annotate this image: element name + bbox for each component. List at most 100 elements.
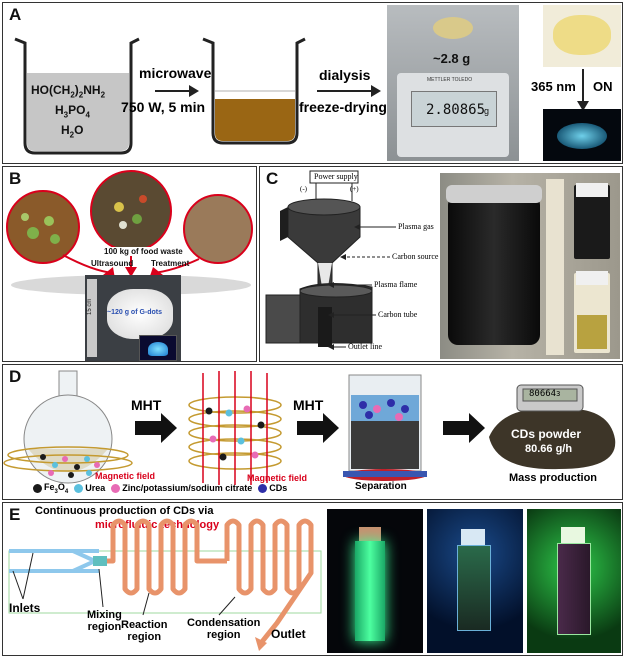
- panel-b: B 100 kg of food waste Ultrasound Treatm…: [2, 166, 257, 362]
- black-solution-jar: [446, 185, 542, 345]
- plasma-flame-label: Plasma flame: [374, 280, 418, 289]
- ruler-label: 15 cm: [87, 298, 93, 315]
- microwave-condition: 750 W, 5 min: [121, 99, 206, 115]
- round-bottom-flask: [3, 370, 133, 484]
- reactant-liquid: [27, 73, 129, 151]
- magnetic-field-label-1: Magnetic field: [95, 471, 156, 481]
- glow-flask: [139, 335, 177, 361]
- dialysis-label: dialysis: [319, 67, 371, 83]
- mass-production-label: Mass production: [509, 472, 598, 484]
- legend-text: Fe3O4: [44, 482, 69, 495]
- outlet-line-label: Outlet line: [348, 342, 382, 351]
- magnetic-coil: [188, 371, 282, 485]
- panel-a-label: A: [9, 5, 22, 24]
- scale-display: 2.80865 g: [411, 91, 497, 127]
- ruler-photo: [546, 179, 564, 355]
- gdots-yield-label: ~120 g of G-dots: [107, 309, 163, 316]
- legend-text: CDs: [269, 483, 288, 494]
- blue-fluorescence-photo: [543, 109, 621, 161]
- yellow-powder: [553, 15, 611, 55]
- arrow-separation: [443, 413, 485, 443]
- reactant-formula-3: H2O: [61, 123, 84, 140]
- carbon-dots-jar-photo: [440, 173, 620, 359]
- microfluidic-chip: [8, 518, 322, 651]
- flask-particles: [40, 454, 100, 478]
- reactant-formula-2: H3PO4: [55, 103, 90, 120]
- minus-terminal: (-): [300, 185, 307, 193]
- waste-photo-1: [6, 190, 80, 264]
- mixing-chamber: [93, 556, 107, 566]
- panel-e-label: E: [9, 505, 21, 524]
- carbon-source-label: Carbon source: [392, 252, 439, 261]
- panel-a: A HO(CH2)2NH2 H3PO4 H2O microwave: [2, 2, 623, 164]
- legend-item: Zinc/potassium/sodium citrate: [111, 482, 252, 495]
- small-yellow-vial: [574, 271, 610, 353]
- power-supply-label: Power supply: [314, 172, 358, 181]
- reaction-channel: [107, 518, 227, 596]
- fluorescence-photo-1: [327, 509, 423, 653]
- scale-powder: [433, 17, 473, 39]
- yellow-powder-photo: [543, 5, 621, 67]
- legend-item: CDs: [258, 482, 287, 495]
- legend-text: Urea: [85, 483, 106, 494]
- arrow-mht-2: [297, 413, 339, 443]
- panel-b-label: B: [9, 169, 22, 188]
- panel-a-drawing: [14, 37, 381, 155]
- cds-powder-label: CDs powder: [511, 427, 582, 441]
- plus-terminal: (+): [350, 185, 359, 193]
- condensation-channel: [224, 518, 314, 645]
- treatment-label: Treatment: [151, 259, 190, 268]
- blue-glow-powder: [557, 123, 607, 149]
- fluorescence-photo-3: [527, 509, 621, 653]
- scale-unit: g: [484, 106, 490, 116]
- legend-text: Zinc/potassium/sodium citrate: [122, 483, 253, 494]
- legend-item: Urea: [74, 482, 105, 495]
- panel-b-drawing: [6, 170, 253, 295]
- counter-reading: 806643: [529, 389, 561, 399]
- beaker-product: [202, 37, 306, 145]
- mht-label-1: MHT: [131, 397, 162, 413]
- small-black-vial: [574, 183, 610, 259]
- panel-d-drawing: [3, 370, 616, 485]
- panel-e: E Continuous production of CDs via micro…: [2, 502, 623, 656]
- legend-dot: [111, 483, 121, 493]
- carbon-tube-label: Carbon tube: [378, 310, 418, 319]
- panel-e-title-line1: Continuous production of CDs via: [35, 505, 214, 517]
- microwave-label: microwave: [139, 65, 212, 81]
- waste-photo-2: [90, 170, 172, 252]
- white-powder: [107, 289, 173, 339]
- waste-amount-label: 100 kg of food waste: [103, 247, 184, 256]
- plasma-gas-label: Plasma gas: [398, 222, 434, 231]
- legend-item: Fe3O4: [33, 482, 68, 495]
- separation-label: Separation: [355, 481, 407, 492]
- legend-dot: [258, 483, 268, 493]
- uv-arrow: [577, 69, 589, 111]
- panel-c: C Power supply (-) (+) Plasma gas Carbon…: [259, 166, 623, 362]
- ruler: [87, 279, 97, 357]
- scale-mass-label: ~2.8 g: [433, 51, 471, 66]
- beaker-reactants: [14, 37, 140, 155]
- uv-state: ON: [593, 79, 613, 94]
- arrow-mht-1: [135, 413, 177, 443]
- product-liquid: [215, 99, 295, 141]
- arrow-microwave: [155, 85, 199, 97]
- cds-powder-pile: [489, 384, 616, 470]
- uv-wavelength: 365 nm: [531, 79, 576, 94]
- scale-reading: 2.80865: [426, 102, 486, 118]
- arrow-dialysis: [317, 85, 381, 97]
- plasma-reactor-schematic: [265, 170, 396, 350]
- legend-dot: [74, 483, 84, 493]
- legend: Fe3O4 Urea Zinc/potassium/sodium citrate CD…: [33, 482, 287, 495]
- outlet-label: Outlet: [271, 627, 306, 641]
- fluorescence-photo-2: [427, 509, 523, 653]
- scale-photo: ~2.8 g METTLER TOLEDO 2.80865 g: [387, 5, 519, 161]
- panel-d: D: [2, 364, 623, 500]
- freeze-drying-label: freeze-drying: [299, 99, 387, 115]
- waste-photo-3: [183, 194, 253, 264]
- scale-body: METTLER TOLEDO 2.80865 g: [397, 73, 509, 157]
- ultrasound-label: Ultrasound: [91, 259, 134, 268]
- panel-d-label: D: [9, 367, 22, 386]
- separation-beaker: [343, 374, 427, 481]
